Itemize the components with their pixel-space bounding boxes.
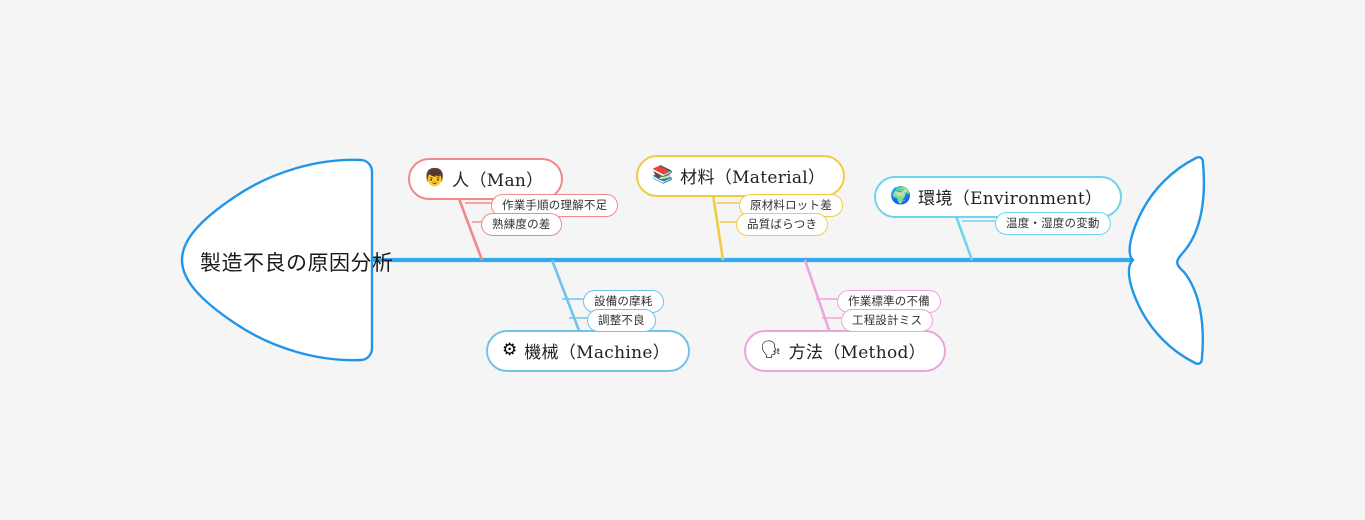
cause-node-method-1[interactable]: 工程設計ミス xyxy=(841,309,934,332)
books-icon: 📚 xyxy=(652,165,674,185)
cause-node-material-1[interactable]: 品質ばらつき xyxy=(736,213,829,236)
cause-node-environment-0[interactable]: 温度・湿度の変動 xyxy=(995,212,1111,235)
category-node-material[interactable]: 📚 材料（Material） xyxy=(636,155,846,197)
person-icon: 👦 xyxy=(424,168,446,188)
category-label-material: 材料（Material） xyxy=(680,168,826,188)
branch-line-material xyxy=(710,187,725,261)
branch-line-man xyxy=(453,187,484,261)
category-label-environment: 環境（Environment） xyxy=(918,189,1103,209)
fish-tail-shape xyxy=(1127,156,1206,365)
fish-head-shape xyxy=(180,158,374,362)
cause-node-material-0[interactable]: 原材料ロット差 xyxy=(739,194,843,217)
branch-line-method xyxy=(803,259,832,334)
cause-node-man-1[interactable]: 熟練度の差 xyxy=(481,213,562,236)
cause-node-man-0[interactable]: 作業手順の理解不足 xyxy=(491,194,619,217)
category-node-machine[interactable]: ⚙ 機械（Machine） xyxy=(486,330,691,372)
category-node-environment[interactable]: 🌍 環境（Environment） xyxy=(874,176,1123,218)
category-label-method: 方法（Method） xyxy=(788,343,926,363)
page-title: 製造不良の原因分析 xyxy=(200,251,394,275)
category-label-machine: 機械（Machine） xyxy=(524,343,671,363)
thinking-head-icon: 🗣 xyxy=(760,340,782,360)
category-label-man: 人（Man） xyxy=(452,171,544,191)
globe-icon: 🌍 xyxy=(890,186,912,206)
category-node-man[interactable]: 👦 人（Man） xyxy=(408,158,564,200)
cause-node-machine-1[interactable]: 調整不良 xyxy=(587,309,656,332)
branch-line-machine xyxy=(550,259,582,334)
gear-icon: ⚙ xyxy=(502,340,518,360)
category-node-method[interactable]: 🗣 方法（Method） xyxy=(744,330,946,372)
